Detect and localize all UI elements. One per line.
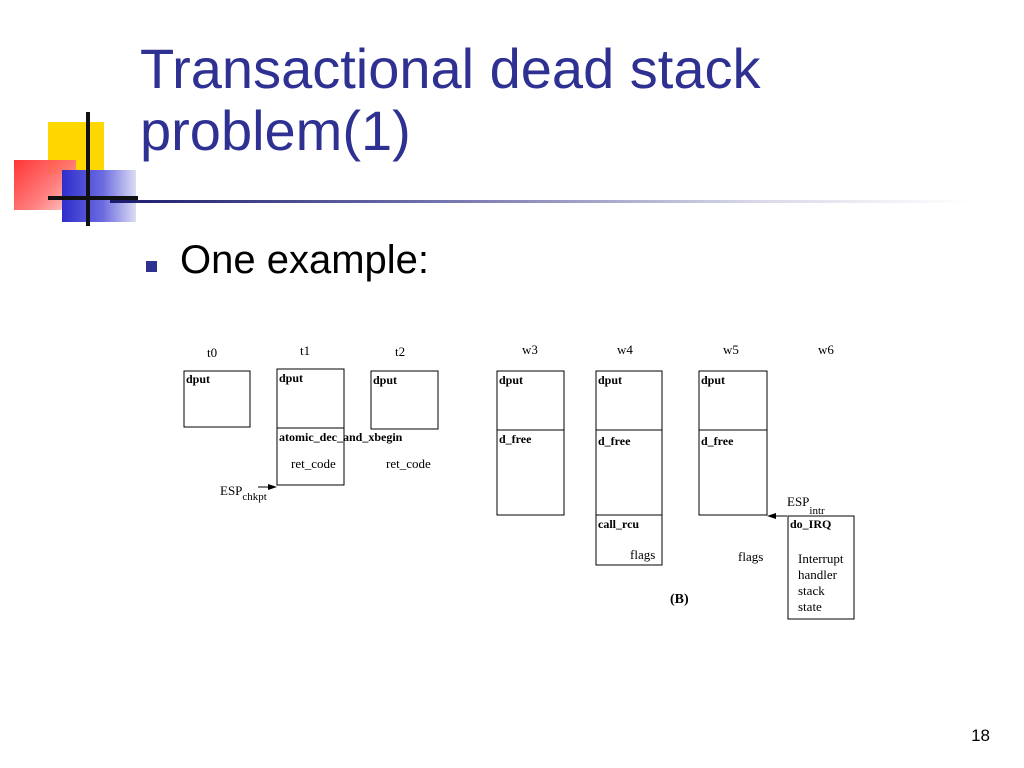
column-label-w4: w4	[617, 342, 633, 357]
w5-stack	[698, 370, 768, 516]
t1-stack	[276, 368, 345, 486]
w6-interrupt-line-1: Interrupt	[798, 551, 844, 566]
esp-chkpt-base: ESP	[220, 483, 242, 498]
title-underline	[110, 200, 970, 203]
t1-ret-code-label: ret_code	[291, 456, 336, 471]
diagram-caption: (B)	[670, 592, 689, 607]
stack-diagram: t0 t1 t2 w3 w4 w5 w6 dput dput atomic_de…	[183, 342, 855, 620]
t2-ret-code-label: ret_code	[386, 456, 431, 471]
esp-intr-sub: intr	[809, 505, 825, 517]
t2-dput-label: dput	[373, 373, 397, 387]
esp-intr-arrow-head	[767, 513, 776, 519]
column-label-w3: w3	[522, 342, 538, 357]
esp-intr-label: ESPintr	[787, 494, 825, 517]
w4-stack	[595, 370, 663, 566]
column-label-w5: w5	[723, 342, 739, 357]
bullet-text: One example:	[180, 238, 430, 282]
w3-dput-label: dput	[499, 373, 523, 387]
column-label-w6: w6	[818, 342, 834, 357]
w5-dfree-label: d_free	[701, 434, 734, 448]
title-line-1: Transactional dead stack	[140, 37, 761, 100]
t0-dput-label: dput	[186, 372, 210, 386]
w6-interrupt-line-2: handler	[798, 567, 838, 582]
w6-do-irq-label: do_IRQ	[790, 517, 831, 531]
w6-interrupt-line-3: stack	[798, 583, 825, 598]
esp-intr-base: ESP	[787, 494, 809, 509]
column-label-t2: t2	[395, 344, 405, 359]
w5-dput-label: dput	[701, 373, 725, 387]
w3-dfree-label: d_free	[499, 432, 532, 446]
column-label-t1: t1	[300, 343, 310, 358]
decor-vertical-bar	[86, 112, 90, 226]
bullet-square-icon	[146, 261, 157, 272]
slide-number: 18	[971, 726, 990, 745]
t1-dput-label: dput	[279, 371, 303, 385]
w4-dfree-label: d_free	[598, 434, 631, 448]
column-label-t0: t0	[207, 345, 217, 360]
t0-dput-frame	[183, 370, 251, 428]
w6-interrupt-line-4: state	[798, 599, 822, 614]
decor-horizontal-bar	[48, 196, 138, 200]
w3-stack	[496, 370, 565, 516]
w4-call-rcu-label: call_rcu	[598, 517, 639, 531]
esp-chkpt-label: ESPchkpt	[220, 483, 267, 503]
t2-dput-frame	[370, 370, 439, 430]
w5-flags-label: flags	[738, 549, 763, 564]
w4-dput-label: dput	[598, 373, 622, 387]
esp-chkpt-arrow-head	[268, 484, 277, 490]
t1-atomic-label: atomic_dec_and_xbegin	[279, 430, 403, 444]
w4-flags-label: flags	[630, 547, 655, 562]
title-line-2: problem(1)	[140, 99, 411, 162]
slide-title: Transactional dead stack problem(1)	[140, 38, 1000, 162]
w6-interrupt-frame	[787, 515, 855, 620]
esp-chkpt-sub: chkpt	[242, 491, 266, 503]
